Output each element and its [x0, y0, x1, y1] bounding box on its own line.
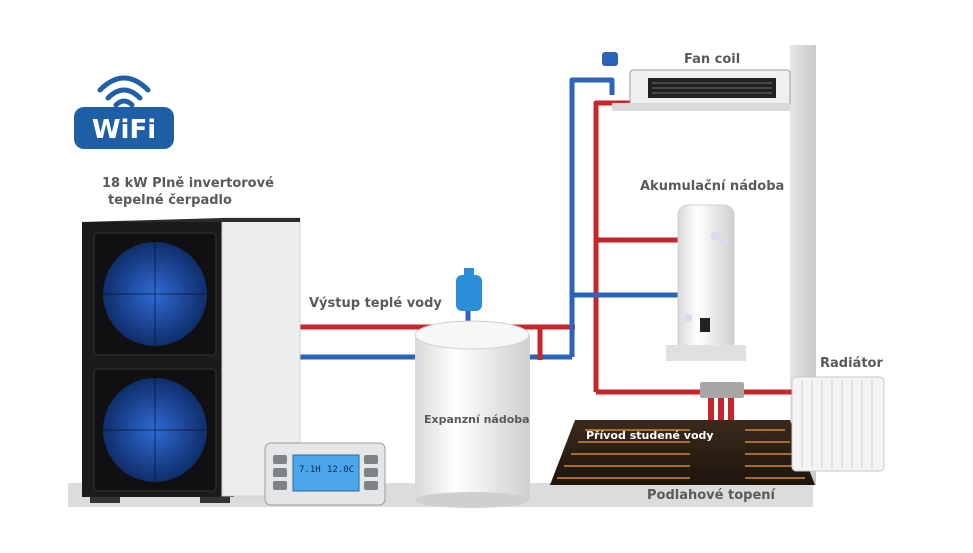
heat-pump-label-line2: tepelné čerpadlo [108, 193, 232, 208]
fan-coil-unit [602, 52, 791, 111]
hot-water-out-label: Výstup teplé vody [309, 296, 442, 311]
floor-heating-label: Podlahové topení [647, 488, 775, 503]
radiator-unit [791, 376, 885, 472]
controller-panel: 7.1H 12.0C [264, 442, 386, 506]
buffer-tank-label: Akumulační nádoba [640, 179, 785, 194]
pipes [300, 77, 792, 469]
radiator-label: Radiátor [820, 356, 883, 371]
hot-riser [593, 100, 630, 392]
cold-riser [569, 77, 615, 357]
expansion-tank [414, 268, 530, 508]
fan-coil-label: Fan coil [684, 52, 741, 67]
controller-display-left: 7.1H [299, 465, 321, 475]
underfloor-heating [550, 420, 815, 485]
heat-pump-unit [82, 217, 301, 503]
buffer-tank [666, 204, 746, 361]
wifi-badge-text: WiFi [92, 115, 156, 145]
cold-supply-label: Přívod studené vody [586, 429, 714, 442]
controller-display-right: 12.0C [327, 465, 354, 475]
wifi-icon: WiFi [74, 75, 174, 149]
expansion-tank-label: Expanzní nádoba [424, 413, 530, 426]
expansion-vessel [456, 275, 482, 311]
heat-pump-label-line1: 18 kW Plně invertorové [102, 176, 274, 191]
heat-pump-label: 18 kW Plně invertorové tepelné čerpadlo [102, 175, 274, 209]
